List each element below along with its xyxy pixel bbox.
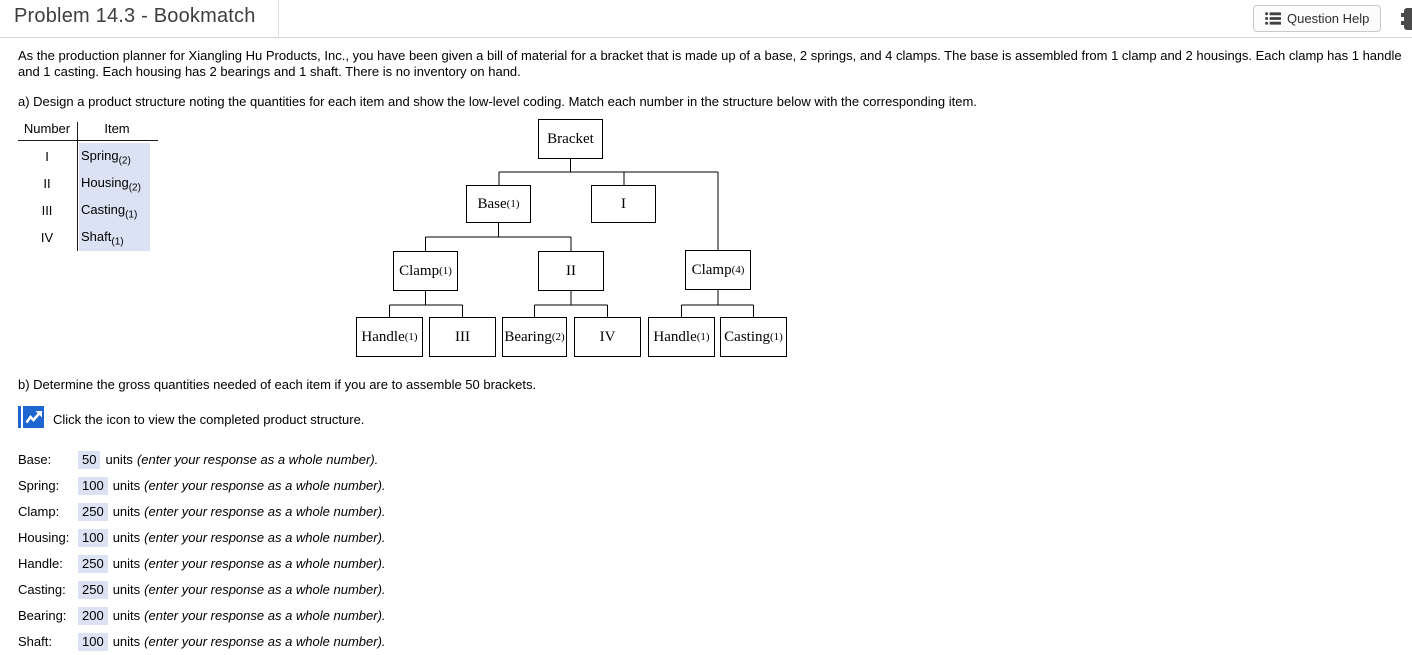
answer-value-field[interactable]: 250 — [78, 581, 108, 599]
answer-hint: (enter your response as a whole number). — [144, 530, 386, 545]
table-row: II Housing(2) — [18, 170, 158, 197]
row-item: Housing(2) — [79, 170, 150, 197]
part-a-text: a) Design a product structure noting the… — [18, 94, 977, 109]
table-column-divider — [77, 122, 78, 251]
node-blank-1: I — [591, 185, 656, 223]
node-clamp-1: Clamp(1) — [393, 251, 458, 291]
tree-connector-lines — [389, 159, 754, 317]
problem-intro-text: As the production planner for Xiangling … — [18, 48, 1402, 79]
units-label: units — [112, 608, 141, 623]
header-bar: Problem 14.3 - Bookmatch Question Help — [0, 0, 1412, 38]
product-structure-diagram: Bracket Base(1) I Clamp(1) II Clamp(4) H… — [350, 115, 802, 365]
table-header-underline — [18, 140, 158, 141]
view-structure-caption: Click the icon to view the completed pro… — [53, 412, 365, 427]
answer-row-casting: Casting: 250 units(enter your response as … — [18, 577, 386, 603]
answer-label: Casting: — [18, 582, 66, 597]
node-base: Base(1) — [466, 185, 531, 223]
answer-row-spring: Spring: 100 units(enter your response as a… — [18, 473, 386, 499]
answer-hint: (enter your response as a whole number). — [144, 504, 386, 519]
row-item: Casting(1) — [79, 197, 150, 224]
clipped-toolbar-icon[interactable] — [1401, 8, 1412, 30]
answer-hint: (enter your response as a whole number). — [144, 608, 386, 623]
answer-value-field[interactable]: 250 — [78, 503, 108, 521]
view-structure-row: Click the icon to view the completed pro… — [18, 406, 364, 433]
node-clamp-4: Clamp(4) — [685, 250, 751, 290]
part-b-text: b) Determine the gross quantities needed… — [18, 377, 537, 392]
units-label: units — [112, 556, 141, 571]
answer-value-field[interactable]: 200 — [78, 607, 108, 625]
answer-hint: (enter your response as a whole number). — [144, 582, 386, 597]
units-label: units — [105, 452, 133, 467]
node-blank-2: II — [538, 251, 604, 291]
number-item-table: Number Item I Spring(2) II Housing(2) II… — [18, 121, 158, 251]
question-help-button[interactable]: Question Help — [1253, 5, 1382, 32]
row-number: I — [45, 149, 49, 164]
answer-row-clamp: Clamp: 250 units(enter your response as a … — [18, 499, 386, 525]
answer-value-field[interactable]: 50 — [78, 451, 101, 469]
row-item: Spring(2) — [79, 143, 150, 170]
row-number: IV — [40, 230, 54, 245]
node-casting: Casting(1) — [720, 317, 787, 357]
page-title: Problem 14.3 - Bookmatch — [14, 5, 256, 27]
column-header-item: Item — [104, 121, 130, 136]
table-row: I Spring(2) — [18, 143, 158, 170]
answer-label: Clamp: — [18, 504, 60, 519]
answer-label: Handle: — [18, 556, 63, 571]
node-bracket: Bracket — [538, 119, 603, 159]
answer-value-field[interactable]: 100 — [78, 633, 108, 651]
answer-hint: (enter your response as a whole number). — [144, 478, 386, 493]
node-blank-4: IV — [574, 317, 641, 357]
units-label: units — [112, 582, 141, 597]
answer-value-field[interactable]: 100 — [78, 477, 108, 495]
answer-hint: (enter your response as a whole number). — [144, 556, 386, 571]
answer-label: Shaft: — [18, 634, 52, 649]
answer-hint: (enter your response as a whole number). — [144, 634, 386, 649]
answer-label: Spring: — [18, 478, 60, 493]
column-header-number: Number — [23, 121, 71, 136]
row-number: II — [43, 176, 51, 191]
table-row: IV Shaft(1) — [18, 224, 158, 251]
node-bearing: Bearing(2) — [502, 317, 567, 357]
answer-value-field[interactable]: 100 — [78, 529, 108, 547]
node-handle-b: Handle(1) — [648, 317, 715, 357]
row-item: Shaft(1) — [79, 224, 150, 251]
answer-row-handle: Handle: 250 units(enter your response as a… — [18, 551, 386, 577]
line-chart-icon[interactable] — [18, 406, 44, 433]
node-blank-3: III — [429, 317, 496, 357]
answer-row-housing: Housing: 100 units(enter your response as … — [18, 525, 386, 551]
units-label: units — [112, 634, 141, 649]
node-handle-a: Handle(1) — [356, 317, 423, 357]
units-label: units — [112, 530, 141, 545]
header-divider — [278, 0, 279, 36]
answer-row-base: Base: 50 units(enter your response as a wh… — [18, 447, 378, 473]
answer-hint: (enter your response as a whole number). — [136, 452, 379, 467]
answer-label: Bearing: — [18, 608, 67, 623]
answer-row-shaft: Shaft: 100 units(enter your response as a … — [18, 629, 386, 655]
answer-value-field[interactable]: 250 — [78, 555, 108, 573]
table-header-row: Number Item — [18, 121, 158, 139]
row-number: III — [41, 203, 53, 218]
units-label: units — [112, 478, 141, 493]
list-icon — [1265, 12, 1281, 25]
answer-label: Base: — [18, 452, 52, 467]
units-label: units — [112, 504, 141, 519]
answer-row-bearing: Bearing: 200 units(enter your response as … — [18, 603, 386, 629]
question-help-label: Question Help — [1287, 11, 1370, 26]
answer-label: Housing: — [18, 530, 70, 545]
table-row: III Casting(1) — [18, 197, 158, 224]
